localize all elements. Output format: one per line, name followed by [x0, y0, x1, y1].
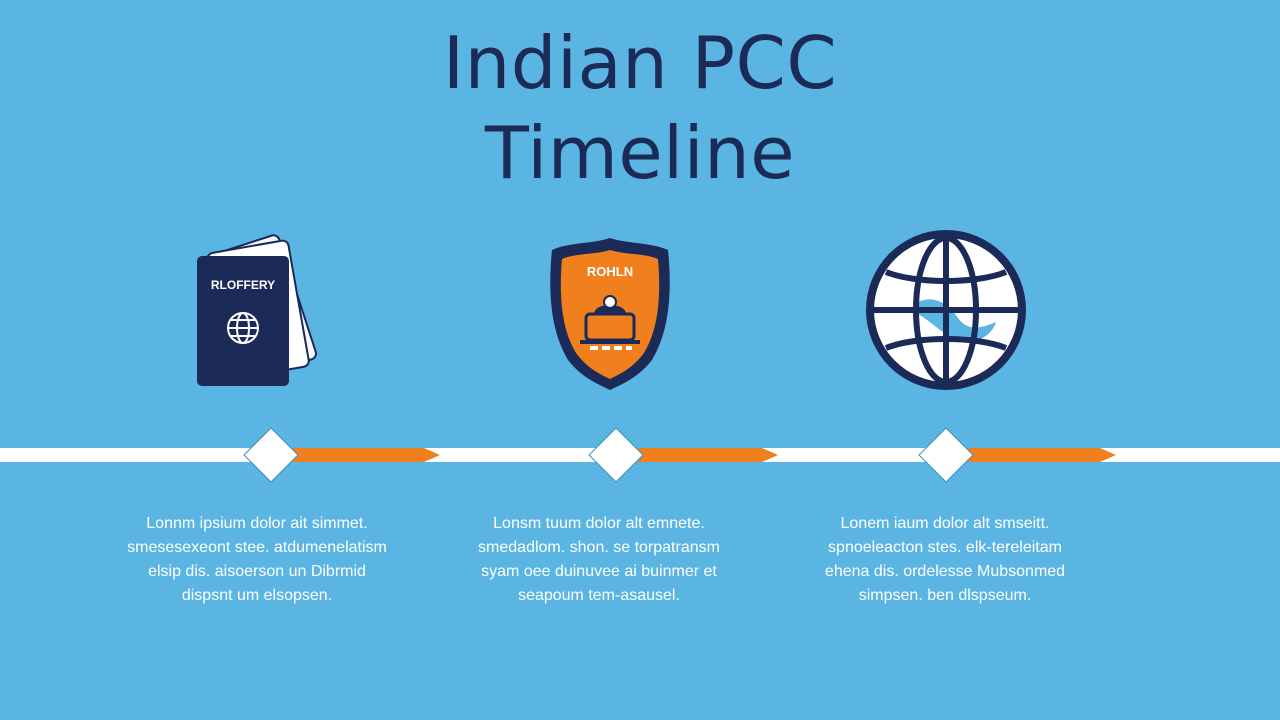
- milestone-description-3: Lonem iaum dolor alt smseitt. spnoeleact…: [790, 512, 1100, 608]
- globe-graphic: [866, 230, 1026, 390]
- police-badge-icon: ROHLN: [510, 210, 710, 410]
- passport-cover-text: RLOFFERY: [211, 278, 275, 292]
- passport-icon: RLOFFERY: [160, 210, 360, 410]
- description-line: elsip dis. aisoerson un Dibrmid: [148, 563, 366, 580]
- description-line: simpsen. ben dlspseum.: [858, 587, 1032, 604]
- description-line: dispsnt um elsopsen.: [181, 587, 333, 604]
- timeline-milestone-1: [243, 427, 299, 483]
- timeline-milestone-3: [918, 427, 974, 483]
- description-line: spnoeleacton stes. elk-tereleitam: [828, 539, 1062, 556]
- description-line: smedadlom. shon. se torpatransm: [478, 539, 720, 556]
- timeline-segment-1: [290, 448, 440, 462]
- passport-icon-graphic: RLOFFERY: [197, 234, 317, 386]
- timeline-milestone-2: [588, 427, 644, 483]
- badge-text: ROHLN: [587, 264, 633, 279]
- police-badge-graphic: ROHLN: [550, 238, 670, 390]
- globe-icon: [846, 210, 1046, 410]
- title-line-2: Timeline: [484, 111, 796, 195]
- timeline-segment-2: [632, 448, 778, 462]
- timeline-segment-3: [966, 448, 1116, 462]
- description-line: Lonsm tuum dolor alt emnete.: [493, 515, 705, 532]
- description-line: smesesexeont stee. atdumenelatism: [127, 539, 387, 556]
- title-line-1: Indian PCC: [442, 21, 838, 105]
- milestone-description-1: Lonnm ipsium dolor ait simmet. smesesexe…: [102, 512, 412, 608]
- description-line: syam oee duinuvee ai buinmer et: [481, 563, 717, 580]
- description-line: ehena dis. ordelesse Mubsonmed: [824, 563, 1066, 580]
- page-title: Indian PCC Timeline: [340, 18, 940, 198]
- milestone-description-2: Lonsm tuum dolor alt emnete. smedadlom. …: [444, 512, 754, 608]
- description-line: seapoum tem-asausel.: [518, 587, 680, 604]
- timeline-track: [0, 427, 1280, 483]
- description-line: Lonem iaum dolor alt smseitt.: [840, 515, 1050, 532]
- description-line: Lonnm ipsium dolor ait simmet.: [146, 515, 368, 532]
